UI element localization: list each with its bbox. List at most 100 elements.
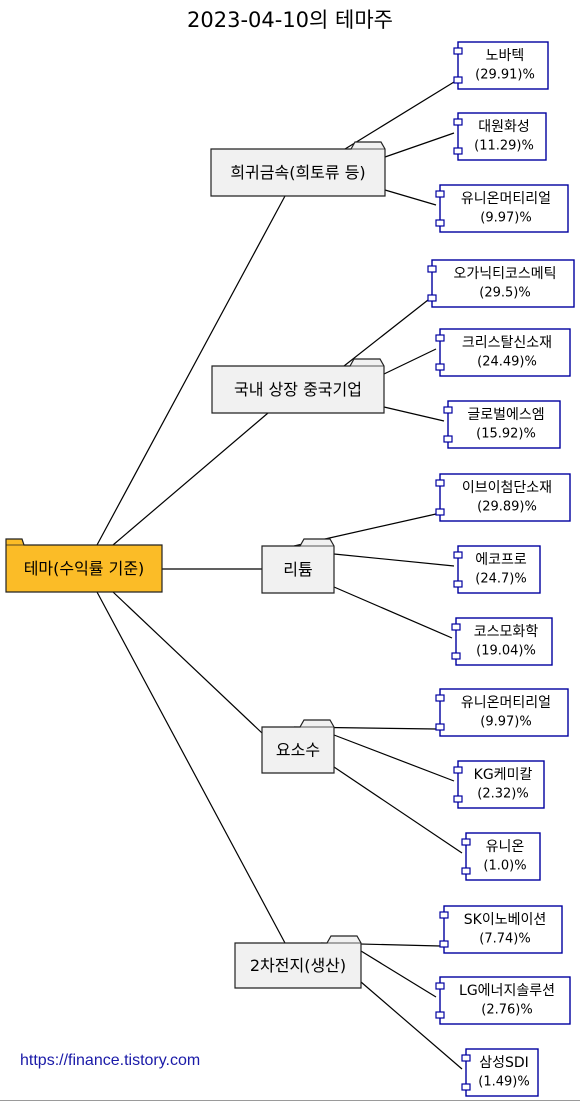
stock-node-name: KG케미칼 <box>474 767 533 783</box>
stock-node-port-bottom <box>435 219 445 227</box>
stock-node-port-top <box>435 982 445 990</box>
stock-node-port-top <box>453 766 463 774</box>
stock-node-name: SK이노베이션 <box>464 912 546 928</box>
stock-node[interactable]: LG에너지솔루션 (2.76)% <box>435 976 571 1025</box>
stock-node-name: LG에너지솔루션 <box>459 983 555 999</box>
stock-node-box <box>443 905 563 954</box>
category-node-label: 2차전지(생산) <box>250 956 346 975</box>
category-node-label: 리튬 <box>283 560 312 579</box>
stock-node-port-bottom <box>451 652 461 660</box>
category-node[interactable]: 리튬 <box>261 538 335 594</box>
category-node-label: 희귀금속(희토류 등) <box>230 163 365 182</box>
stock-node[interactable]: KG케미칼 (2.32)% <box>453 760 545 809</box>
stock-node-box <box>457 41 549 90</box>
stock-node-name: 에코프로 <box>475 552 527 568</box>
edge-category-to-stock <box>344 81 455 150</box>
stock-node-box <box>457 545 541 594</box>
stock-node-name: 삼성SDI <box>479 1055 529 1071</box>
source-link[interactable]: https://finance.tistory.com <box>20 1052 201 1069</box>
stock-node-port-top <box>435 190 445 198</box>
stock-node-port-bottom <box>461 1083 471 1091</box>
stock-node-name: 글로벌에스엠 <box>467 407 544 423</box>
stock-node[interactable]: 삼성SDI(1.49)% <box>461 1048 539 1097</box>
stock-node-name: 코스모화학 <box>474 624 539 640</box>
stock-node-box <box>447 400 561 449</box>
stock-node-box <box>457 112 547 161</box>
stock-node-port-bottom <box>461 867 471 875</box>
stock-node-port-top <box>439 911 449 919</box>
stock-node-box <box>439 184 569 233</box>
stock-node-port-top <box>453 118 463 126</box>
stock-node[interactable]: 에코프로 (24.7)% <box>453 545 541 594</box>
stock-node-port-top <box>461 838 471 846</box>
stock-node-port-bottom <box>427 294 437 302</box>
stock-node-box <box>455 617 553 666</box>
edge-root-to-category <box>96 195 286 546</box>
stock-node-percent: (19.04)% <box>476 644 536 659</box>
stock-node-port-top <box>435 334 445 342</box>
stock-node[interactable]: 이브이첨단소재(29.89)% <box>435 473 571 522</box>
category-node-shape <box>261 538 335 594</box>
stock-node-percent: (2.32)% <box>477 787 528 802</box>
stock-node[interactable]: 대원화성(11.29)% <box>453 112 547 161</box>
stock-node-port-top <box>453 47 463 55</box>
stock-node-port-bottom <box>435 508 445 516</box>
stock-node[interactable]: 유니온머티리얼(9.97)% <box>435 184 569 233</box>
stock-node-port-top <box>435 694 445 702</box>
category-node-shape <box>211 358 385 414</box>
category-node-shape <box>234 935 362 989</box>
stock-node[interactable]: 오가닉티코스메틱 (29.5)% <box>427 259 575 308</box>
stock-node-port-top <box>435 479 445 487</box>
edge-category-to-stock <box>383 348 437 375</box>
category-node[interactable]: 요소수 <box>261 719 335 774</box>
stock-node-name: 노바텍 <box>486 48 525 64</box>
edge-category-to-stock <box>360 981 463 1070</box>
stock-node-port-bottom <box>453 76 463 84</box>
stock-node-percent: (15.92)% <box>476 427 536 442</box>
stock-node-percent: (11.29)% <box>474 139 534 154</box>
stock-node-percent: (29.5)% <box>479 286 530 301</box>
stock-node[interactable]: SK이노베이션 (7.74)% <box>439 905 563 954</box>
stock-node-port-top <box>451 623 461 631</box>
bottom-divider <box>0 1100 580 1101</box>
edge-category-to-stock <box>384 132 455 158</box>
stock-node-name: 오가닉티코스메틱 <box>453 266 556 282</box>
category-node[interactable]: 국내 상장 중국기업 <box>211 358 385 414</box>
stock-node-box <box>457 760 545 809</box>
edge-category-to-stock <box>343 299 429 367</box>
stock-node[interactable]: 유니온(1.0)% <box>461 832 541 881</box>
edge-category-to-stock <box>360 950 437 998</box>
stock-node-port-top <box>461 1054 471 1062</box>
edge-category-to-stock <box>333 734 455 782</box>
stock-node-box <box>439 473 571 522</box>
stock-node-percent: (24.7)% <box>475 572 526 587</box>
stock-node-box <box>439 976 571 1025</box>
edge-root-to-category <box>96 591 286 944</box>
category-node-label: 국내 상장 중국기업 <box>234 380 362 399</box>
stock-node-name: 유니온머티리얼 <box>461 695 551 711</box>
category-node-shape <box>261 719 335 774</box>
edge-category-to-stock <box>333 766 463 854</box>
stock-node-percent: (2.76)% <box>481 1003 532 1018</box>
stock-node-box <box>431 259 575 308</box>
stock-node-port-bottom <box>435 363 445 371</box>
stock-node-percent: (7.74)% <box>479 932 530 947</box>
stock-node-port-top <box>443 406 453 414</box>
stock-node-percent: (29.89)% <box>477 500 537 515</box>
stock-node[interactable]: 글로벌에스엠 (15.92)% <box>443 400 561 449</box>
diagram-title: 2023-04-10의 테마주 <box>187 8 393 32</box>
stock-node[interactable]: 유니온머티리얼 (9.97)% <box>435 688 569 737</box>
stock-node-percent: (9.97)% <box>480 715 531 730</box>
stock-node[interactable]: 노바텍(29.91)% <box>453 41 549 90</box>
stock-node-name: 크리스탈신소재 <box>462 335 552 351</box>
stock-node[interactable]: 코스모화학 (19.04)% <box>451 617 553 666</box>
stock-node-box <box>439 328 571 377</box>
edge-root-to-category <box>112 591 263 734</box>
stock-node-port-bottom <box>453 795 463 803</box>
category-node[interactable]: 2차전지(생산) <box>234 935 362 989</box>
stock-node-port-bottom <box>435 723 445 731</box>
stock-node[interactable]: 크리스탈신소재(24.49)% <box>435 328 571 377</box>
category-node[interactable]: 희귀금속(희토류 등) <box>210 141 386 197</box>
root-theme-node[interactable]: 테마(수익률 기준) <box>5 538 163 593</box>
